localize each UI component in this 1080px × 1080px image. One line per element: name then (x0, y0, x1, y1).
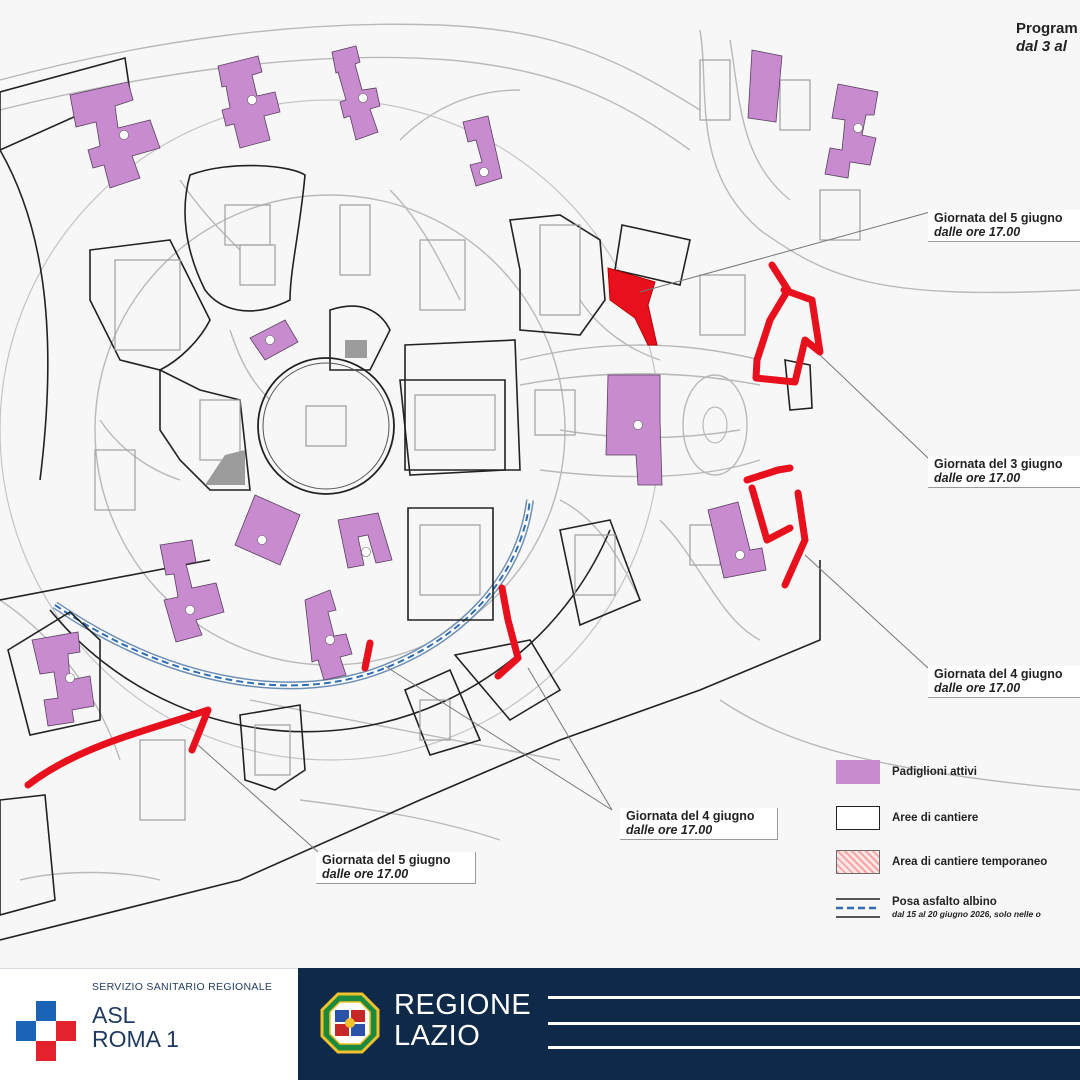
decor-stripe (548, 1022, 1080, 1025)
works-area (607, 267, 658, 346)
asphalt-road-dashes (54, 499, 531, 687)
callout-time: dalle ore 17.00 (934, 225, 1021, 239)
gray-structure (205, 450, 245, 485)
decor-stripe (548, 996, 1080, 999)
regione-line-1: REGIONE (394, 989, 532, 1021)
central-rotunda-inner (262, 362, 390, 490)
callout-time: dalle ore 17.00 (934, 681, 1021, 695)
regione-name: REGIONE LAZIO (394, 990, 531, 1052)
site-map: Program dal 3 al Giornata del 5 giugno d… (0, 20, 1080, 941)
asl-roma1-branding: SERVIZIO SANITARIO REGIONALE ASL ROMA 1 (0, 968, 298, 1080)
decor-stripe (548, 1046, 1080, 1049)
callout-date: Giornata del 4 giugno (934, 667, 1063, 681)
regional-crest-icon (320, 992, 380, 1054)
works-routes (24, 261, 824, 789)
rotunda-core (305, 405, 347, 447)
callout-time: dalle ore 17.00 (934, 471, 1021, 485)
construction-areas (0, 164, 813, 916)
callout-date: Giornata del 5 giugno (934, 211, 1063, 225)
legend-swatch-outline (836, 806, 880, 830)
regione-line-2: LAZIO (394, 1020, 481, 1052)
legend-label: Area di cantiere temporaneo (892, 856, 1048, 868)
title-line-1: Program (1016, 20, 1078, 37)
callout-time: dalle ore 17.00 (626, 823, 713, 837)
callout-date: Giornata del 3 giugno (934, 457, 1063, 471)
footer-banner: SERVIZIO SANITARIO REGIONALE ASL ROMA 1 … (0, 968, 1080, 1080)
boundary-south (0, 560, 821, 941)
legend-asphalt: Posa asfalto albino dal 15 al 20 giugno … (836, 896, 1041, 920)
roundabout-center (702, 406, 728, 444)
callout-giugno3: Giornata del 3 giugno dalle ore 17.00 (928, 456, 1080, 488)
legend-swatch-purple (836, 760, 880, 784)
map-title: Program dal 3 al (1016, 20, 1080, 55)
legend-label: Posa asfalto albino (892, 896, 997, 908)
map-drawing (0, 23, 1080, 941)
callout-giugno5-bottom: Giornata del 5 giugno dalle ore 17.00 (316, 852, 476, 884)
callout-giugno5-top: Giornata del 5 giugno dalle ore 17.00 (928, 210, 1080, 242)
callout-date: Giornata del 5 giugno (322, 853, 451, 867)
callout-date: Giornata del 4 giugno (626, 809, 755, 823)
asl-line-2: ROMA 1 (92, 1026, 179, 1052)
active-pavilions (31, 45, 879, 727)
boundary-arc (49, 529, 611, 733)
cross-icon (16, 1001, 76, 1061)
title-line-2: dal 3 al (1016, 38, 1067, 55)
roundabout (682, 374, 748, 476)
boundary-west (0, 149, 49, 481)
legend-asphalt-text: Posa asfalto albino dal 15 al 20 giugno … (892, 896, 1041, 919)
legend-construction-areas: Aree di cantiere (836, 806, 978, 830)
callout-time: dalle ore 17.00 (322, 867, 409, 881)
asl-line-1: ASL (92, 1002, 136, 1028)
legend-label: Padiglioni attivi (892, 766, 977, 778)
ssr-label: SERVIZIO SANITARIO REGIONALE (92, 981, 273, 993)
legend-swatch-hatched (836, 850, 880, 874)
callout-giugno4-bottom: Giornata del 4 giugno dalle ore 17.00 (620, 808, 778, 840)
callout-giugno4-right: Giornata del 4 giugno dalle ore 17.00 (928, 666, 1080, 698)
legend-label: Aree di cantiere (892, 812, 979, 824)
regione-lazio-branding: REGIONE LAZIO (298, 968, 1080, 1080)
road-network (0, 23, 1080, 881)
central-rotunda (257, 357, 395, 495)
callout-leaders (197, 211, 931, 853)
legend-active-pavilions: Padiglioni attivi (836, 760, 977, 784)
pavilion-markers (65, 93, 863, 683)
asl-name: ASL ROMA 1 (92, 1003, 179, 1051)
legend-swatch-dashed (836, 898, 880, 918)
legend-temporary-area: Area di cantiere temporaneo (836, 850, 1047, 874)
gray-structure (345, 340, 367, 358)
legend-note: dal 15 al 20 giugno 2026, solo nelle o (892, 909, 1041, 919)
other-buildings (94, 59, 861, 821)
